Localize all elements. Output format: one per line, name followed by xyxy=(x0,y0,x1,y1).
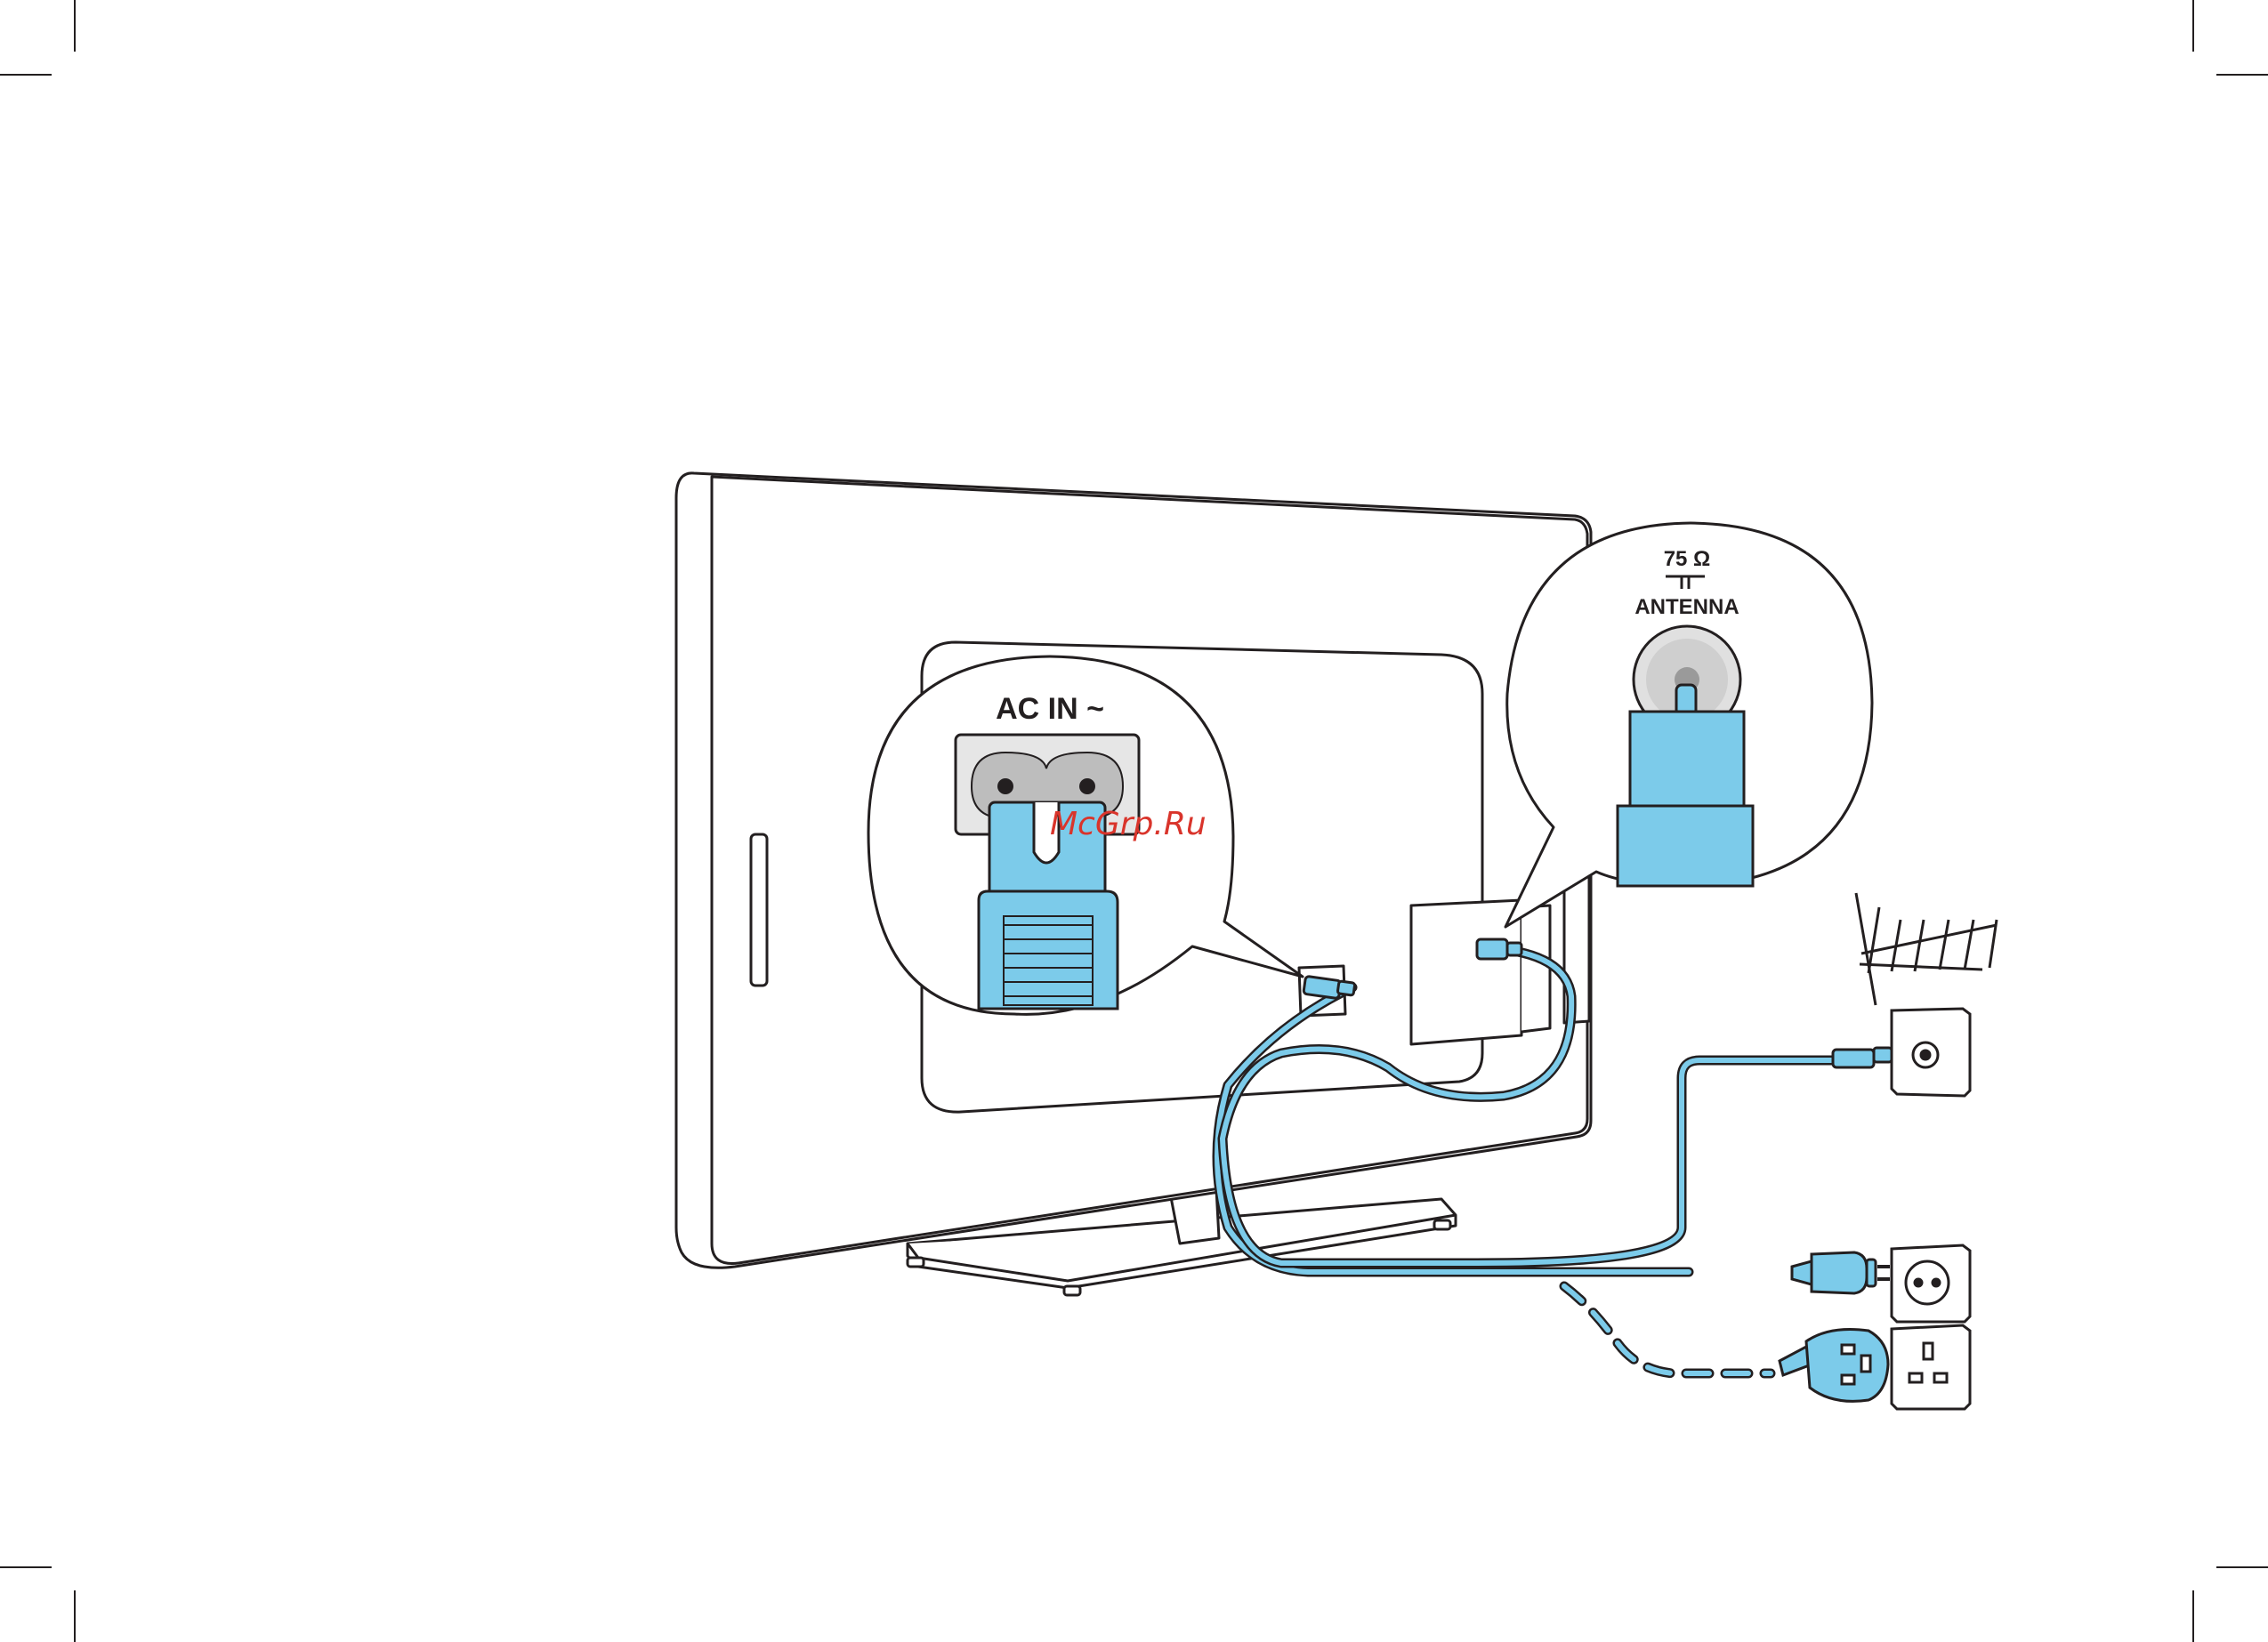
antenna-label: ANTENNA xyxy=(1634,595,1739,619)
uk-plug-icon xyxy=(1780,1330,1888,1402)
watermark: McGrp.Ru xyxy=(1050,806,1207,842)
antenna-callout: 75 Ω ANTENNA xyxy=(1505,523,1872,927)
coax-connector-icon xyxy=(1618,626,1753,886)
eu-power-socket-icon xyxy=(1892,1245,1970,1322)
antenna-wall-socket-icon xyxy=(1833,1009,1970,1096)
impedance-label: 75 Ω xyxy=(1664,547,1711,571)
antenna-icon xyxy=(1856,893,1997,1005)
eu-plug-icon xyxy=(1792,1252,1890,1293)
ac-in-label: AC IN ~ xyxy=(996,692,1104,726)
uk-power-socket-icon xyxy=(1892,1325,1970,1409)
coax-connector-icon xyxy=(1477,939,1521,959)
